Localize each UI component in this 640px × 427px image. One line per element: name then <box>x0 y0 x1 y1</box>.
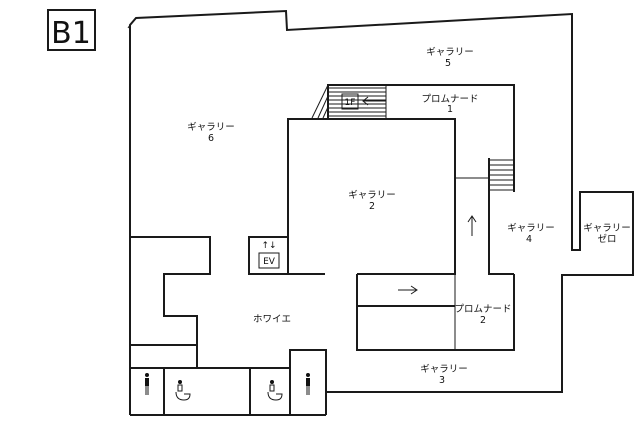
floor-label: B1 <box>47 9 96 51</box>
gallery-6-name: ギャラリー <box>187 122 235 133</box>
room-gallery-6: ギャラリー 6 <box>187 122 235 144</box>
promenade-2-name: プロムナード <box>454 304 511 315</box>
west-walls <box>130 236 327 416</box>
promenade-2-number: 2 <box>480 315 486 326</box>
floor-label-text: B1 <box>51 16 91 51</box>
elevator-label: EV <box>263 257 276 267</box>
room-foyer: ホワイエ <box>253 314 291 325</box>
arrow-icon <box>398 215 477 295</box>
restroom-person-icon <box>145 373 149 395</box>
restroom-person-icon <box>306 373 310 395</box>
foyer-name: ホワイエ <box>253 314 291 325</box>
stairs-1f-tag: 1F <box>341 93 386 110</box>
room-gallery-3: ギャラリー 3 <box>420 364 468 386</box>
room-gallery-2: ギャラリー 2 <box>348 190 396 212</box>
gallery-2-name: ギャラリー <box>348 190 396 201</box>
gallery-3-name: ギャラリー <box>420 364 468 375</box>
room-promenade-2: プロムナード 2 <box>454 304 511 326</box>
promenade-1-walls <box>311 84 515 192</box>
elevator-arrows-icon: ↑↓ <box>261 241 276 251</box>
accessible-restroom-icon <box>175 380 191 401</box>
stairs-1f-label: 1F <box>345 98 356 108</box>
gallery-5-number: 5 <box>445 58 451 69</box>
gallery-zero-name: ギャラリー <box>583 223 631 234</box>
gallery-zero-number: ゼロ <box>597 233 616 245</box>
promenade-1-number: 1 <box>447 104 453 115</box>
elevator: EV ↑↓ <box>248 236 289 275</box>
promenade-1-name: プロムナード <box>421 94 478 105</box>
outer-walls <box>127 9 634 416</box>
room-gallery-zero: ギャラリー ゼロ <box>583 223 631 245</box>
room-gallery-5: ギャラリー 5 <box>426 47 474 69</box>
gallery-3-number: 3 <box>439 375 445 386</box>
accessible-restroom-icon <box>267 380 283 401</box>
gallery-2-walls <box>287 118 456 275</box>
promenade-2-walls <box>356 274 515 351</box>
stairs-east <box>488 158 514 275</box>
gallery-2-number: 2 <box>369 201 375 212</box>
gallery-6-number: 6 <box>208 133 214 144</box>
gallery-4-number: 4 <box>526 234 532 245</box>
room-promenade-1: プロムナード 1 <box>421 94 478 115</box>
gallery-5-name: ギャラリー <box>426 47 474 58</box>
room-gallery-4: ギャラリー 4 <box>507 223 555 245</box>
gallery-4-name: ギャラリー <box>507 223 555 234</box>
